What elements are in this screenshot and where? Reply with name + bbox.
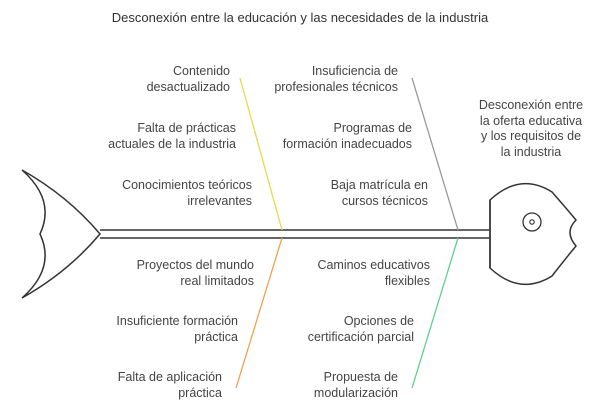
branch-line-bottom-left (235, 237, 283, 389)
cause-top-right-3: Baja matrícula en cursos técnicos (330, 178, 428, 208)
cause-top-left-2: Falta de prácticas actuales de la indust… (108, 121, 236, 151)
cause-bottom-right-3: Propuesta de modularización (313, 370, 398, 400)
branch-line-top-right (411, 77, 459, 231)
cause-bottom-left-2: Insuficiente formación práctica (116, 314, 238, 344)
fish-head (489, 182, 578, 286)
cause-bottom-right-2: Opciones de certificación parcial (307, 314, 414, 344)
effect-label: Desconexión entre la oferta educativa y … (478, 98, 584, 159)
cause-bottom-left-1: Proyectos del mundo real limitados (136, 258, 254, 288)
cause-top-left-1: Contenido desactualizado (146, 64, 230, 94)
fish-tail (21, 169, 101, 299)
fish-eye-inner (529, 219, 535, 225)
cause-top-left-3: Conocimientos teóricos irrelevantes (122, 178, 252, 208)
branch-line-bottom-right (411, 237, 459, 389)
branch-line-top-left (239, 77, 283, 231)
cause-bottom-right-1: Caminos educativos flexibles (317, 258, 430, 288)
cause-bottom-left-3: Falta de aplicación práctica (117, 370, 222, 400)
diagram-title: Desconexión entre la educación y las nec… (111, 10, 489, 25)
cause-top-right-2: Programas de formación inadecuados (282, 121, 412, 151)
cause-top-right-1: Insuficiencia de profesionales técnicos (274, 64, 398, 94)
